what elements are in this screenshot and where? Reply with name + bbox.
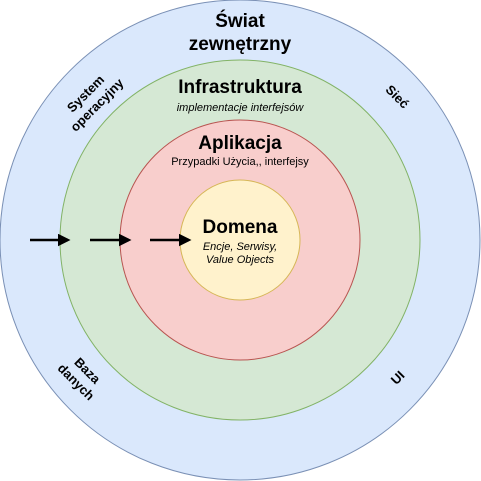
infrastructure-subtitle: implementacje interfejsów — [177, 102, 305, 114]
domain-subtitle-line2: Value Objects — [206, 254, 275, 266]
outer-world-title-line1: Świat — [215, 10, 265, 32]
domain-ring — [179, 179, 301, 301]
infrastructure-title: Infrastruktura — [178, 77, 302, 98]
application-subtitle: Przypadki Użycia,, interfejsy — [171, 156, 309, 168]
outer-world-title-line2: zewnętrzny — [189, 34, 292, 55]
domain-subtitle-line1: Encje, Serwisy, — [203, 241, 277, 253]
application-title: Aplikacja — [198, 133, 282, 154]
domain-title: Domena — [203, 217, 278, 238]
